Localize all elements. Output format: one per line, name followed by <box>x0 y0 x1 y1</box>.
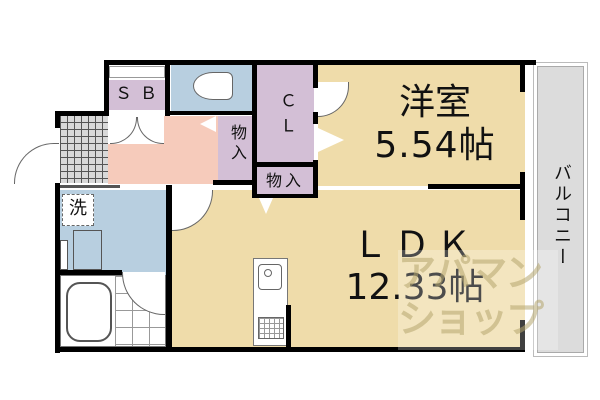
balcony-label: バルコニー <box>551 163 572 268</box>
washing-machine-space <box>60 240 68 270</box>
watermark-line1: アパマン <box>398 251 543 295</box>
kitchen-counter <box>253 258 288 346</box>
toilet-icon <box>193 72 233 100</box>
storage-1 <box>218 116 252 183</box>
storage1-door-marker <box>200 116 216 132</box>
wall <box>252 194 318 198</box>
wall <box>252 60 257 198</box>
storage-1-label: 物入 <box>228 124 247 164</box>
closet <box>256 64 314 164</box>
wall <box>252 162 318 167</box>
watermark-line2: ショップ <box>398 297 544 341</box>
stove-icon <box>258 317 284 339</box>
wall <box>60 185 120 188</box>
entrance-door-swing <box>14 143 59 184</box>
storage-2 <box>256 167 314 198</box>
wall <box>104 60 109 116</box>
wall <box>165 111 253 115</box>
toilet-room <box>171 64 253 111</box>
ldk-room <box>172 190 525 350</box>
western-room <box>318 64 525 186</box>
washroom-label: 洗 <box>69 198 87 219</box>
western-room-name: 洋室 <box>398 82 471 123</box>
sink-icon <box>258 264 282 290</box>
wall <box>313 160 318 198</box>
wall <box>213 180 253 185</box>
closet-label: ＣＬ <box>276 92 296 142</box>
washbasin-icon <box>73 230 102 270</box>
shoe-box-shelf <box>109 66 165 78</box>
storage-2-label: 物入 <box>265 171 304 190</box>
washroom-label-box <box>62 194 94 226</box>
wall <box>55 347 525 352</box>
wall <box>313 112 318 124</box>
wall <box>55 111 109 116</box>
entrance-tile <box>60 115 108 183</box>
closet-door-marker <box>318 128 344 152</box>
ldk-area: 12.33帖 <box>345 267 485 308</box>
wall <box>165 60 170 116</box>
western-room-area: 5.54帖 <box>374 125 496 166</box>
watermark: アパマン ショップ <box>398 250 558 350</box>
wall <box>520 172 525 220</box>
wall <box>520 60 525 92</box>
wall <box>55 111 60 128</box>
wall <box>428 184 525 189</box>
storage-door-marker <box>259 198 273 214</box>
wall <box>166 185 172 352</box>
wall <box>286 305 291 348</box>
wall <box>104 60 536 65</box>
ldk-name: ＬＤＫ <box>351 225 478 266</box>
wall <box>55 183 60 353</box>
wall <box>60 270 122 275</box>
wall <box>520 320 525 352</box>
wall <box>313 60 318 88</box>
shoe-box <box>109 80 165 110</box>
balcony: バルコニー <box>533 62 588 357</box>
bathtub-icon <box>66 282 112 342</box>
shoe-box-label: ＳＢ <box>115 84 165 104</box>
